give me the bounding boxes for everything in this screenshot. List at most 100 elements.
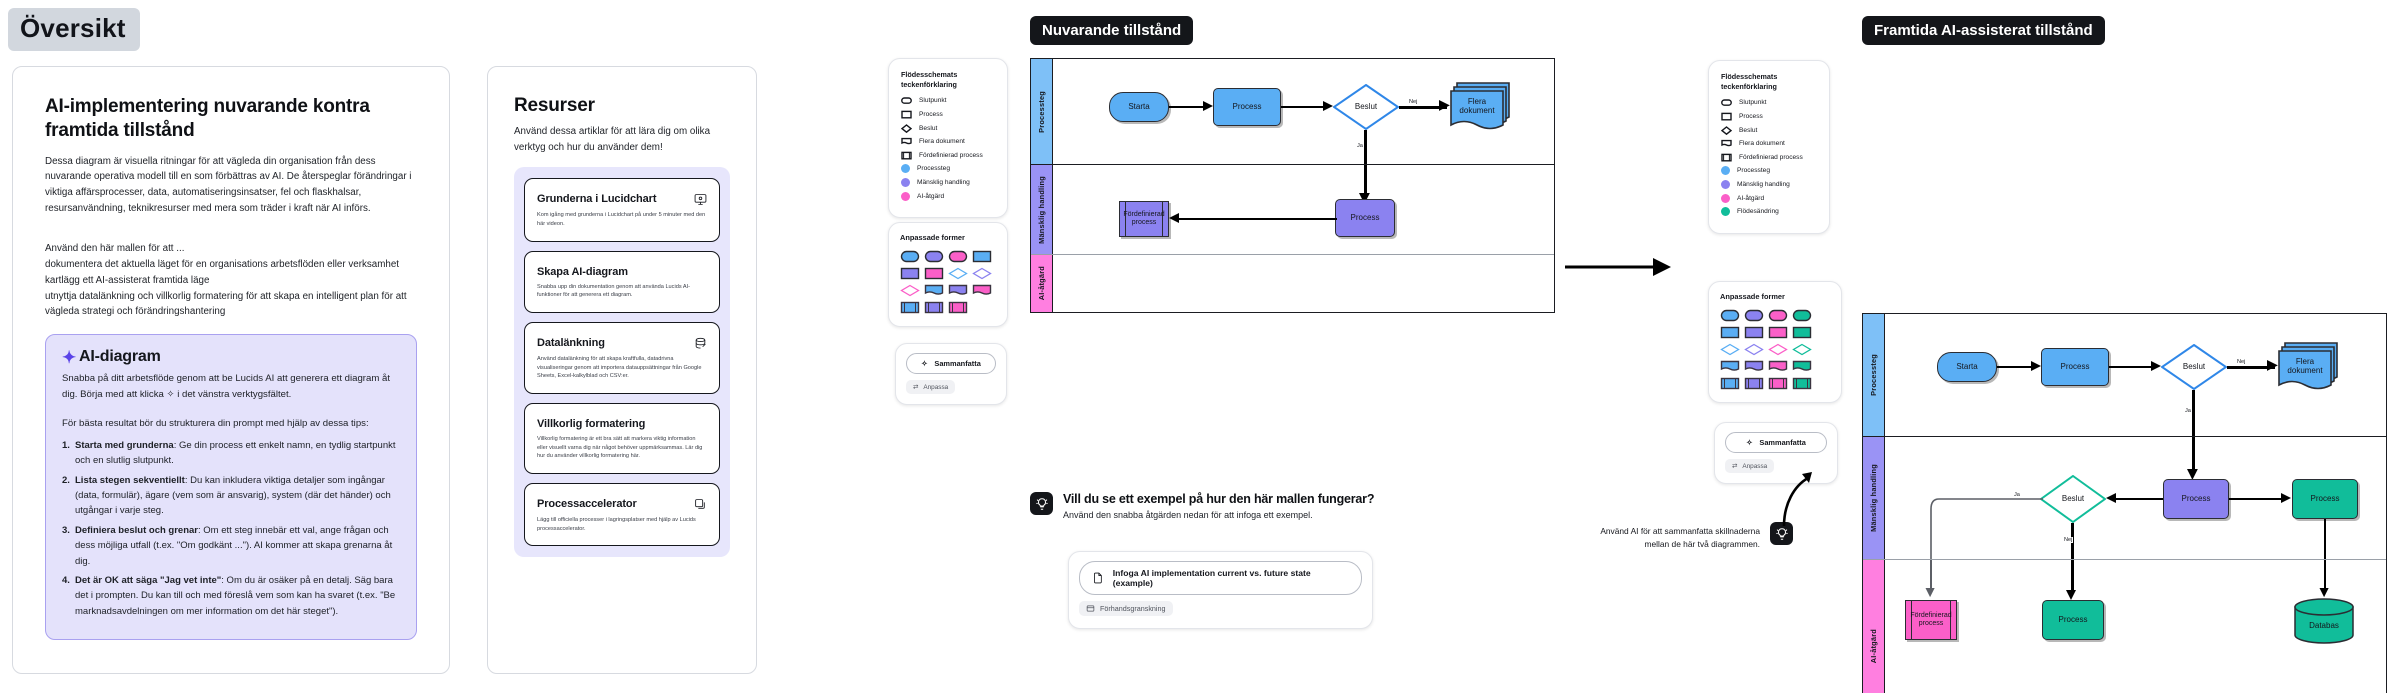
resource-card-data-linking[interactable]: Datalänkning Använd datalänkning för att… bbox=[524, 321, 720, 394]
legend-item: Flödesändring bbox=[1721, 207, 1817, 217]
legend-item-label: AI-åtgärd bbox=[917, 192, 945, 200]
customize-chip-right[interactable]: ⇄ Anpassa bbox=[1725, 459, 1775, 473]
preview-chip[interactable]: Förhandsgranskning bbox=[1079, 601, 1173, 616]
edge-process2-pre bbox=[1179, 218, 1337, 220]
node-process-2[interactable]: Process bbox=[2163, 479, 2229, 519]
node-fordefinierad-process-1[interactable]: Fördefinierad process bbox=[1119, 201, 1169, 237]
node-flera-dokument-1[interactable]: Flera dokument bbox=[1449, 81, 1511, 133]
arrowhead-icon bbox=[1203, 101, 1213, 111]
shape-swatch-diamond[interactable] bbox=[1720, 343, 1740, 356]
shape-swatch-doc[interactable] bbox=[924, 284, 944, 297]
shape-swatch-rect[interactable] bbox=[900, 267, 920, 280]
resource-card-body: Villkorlig formatering är ett bra sätt a… bbox=[537, 435, 703, 460]
node-starta[interactable]: Starta bbox=[1109, 92, 1169, 122]
swimlane-label: Mänsklig handling bbox=[1037, 175, 1046, 244]
shape-swatch-rect[interactable] bbox=[1792, 326, 1812, 339]
shape-swatch-grid[interactable] bbox=[900, 250, 996, 314]
shape-swatch-diamond[interactable] bbox=[1792, 343, 1812, 356]
shape-swatch-diamond[interactable] bbox=[1768, 343, 1788, 356]
resources-subtitle: Använd dessa artiklar för att lära dig o… bbox=[514, 126, 711, 153]
shape-swatch-pre[interactable] bbox=[1768, 377, 1788, 390]
shape-swatch-rect[interactable] bbox=[972, 250, 992, 263]
swimlane-label: Processteg bbox=[1869, 354, 1878, 396]
insert-example-button[interactable]: Infoga AI implementation current vs. fut… bbox=[1079, 561, 1362, 595]
resource-card-ai-diagram[interactable]: Skapa AI-diagram Snabba upp din dokument… bbox=[524, 250, 720, 313]
sliders-icon: ⇄ bbox=[913, 384, 919, 391]
node-databas[interactable]: Databas bbox=[2293, 598, 2355, 644]
swimlane-body bbox=[1053, 255, 1554, 312]
shape-swatch-pre[interactable] bbox=[1792, 377, 1812, 390]
shape-swatch-rect[interactable] bbox=[1744, 326, 1764, 339]
shape-swatch-doc[interactable] bbox=[1720, 360, 1740, 373]
arrowhead-icon bbox=[1925, 588, 1935, 598]
overview-usage-line-0: dokumentera det aktuella läget för en or… bbox=[45, 258, 399, 270]
shape-swatch-diamond[interactable] bbox=[900, 284, 920, 297]
overview-card: AI-implementering nuvarande kontra framt… bbox=[12, 66, 450, 674]
shape-swatch-rect[interactable] bbox=[1720, 326, 1740, 339]
shape-swatch-pre[interactable] bbox=[924, 301, 944, 314]
legend-item-label: Flödesändring bbox=[1737, 208, 1779, 216]
shape-swatch-doc[interactable] bbox=[972, 284, 992, 297]
shape-swatch-term[interactable] bbox=[1744, 309, 1764, 322]
future-state-diagram[interactable]: Processteg Starta Process Beslut bbox=[1862, 313, 2387, 693]
legend-card-right: Flödesschemats teckenförklaring Slutpunk… bbox=[1708, 60, 1830, 234]
shape-swatch-pre[interactable] bbox=[948, 301, 968, 314]
ai-actions-card-left: ✧ Sammanfatta ⇄ Anpassa bbox=[895, 343, 1007, 405]
edge-process2-process3 bbox=[2229, 498, 2285, 500]
shape-swatch-doc[interactable] bbox=[948, 284, 968, 297]
resource-card-title: Datalänkning bbox=[537, 336, 605, 349]
node-flera-dokument-1[interactable]: Flera dokument bbox=[2277, 341, 2339, 393]
sparkle-icon: ✧ bbox=[921, 359, 928, 368]
shape-swatch-term[interactable] bbox=[924, 250, 944, 263]
resource-card-lucidchart-basics[interactable]: Grunderna i Lucidchart Kom igång med gru… bbox=[524, 178, 720, 242]
shape-swatch-pre[interactable] bbox=[1720, 377, 1740, 390]
node-process-1[interactable]: Process bbox=[1213, 88, 1281, 126]
shape-swatch-term[interactable] bbox=[1792, 309, 1812, 322]
current-state-diagram[interactable]: Processteg Starta Process Beslut bbox=[1030, 58, 1555, 313]
arrowhead-icon bbox=[1169, 213, 1179, 223]
shape-swatch-pre[interactable] bbox=[900, 301, 920, 314]
insert-example-label: Infoga AI implementation current vs. fut… bbox=[1112, 568, 1311, 588]
shape-swatch-rect[interactable] bbox=[924, 267, 944, 280]
shape-swatch-doc[interactable] bbox=[1744, 360, 1764, 373]
customize-chip-left[interactable]: ⇄ Anpassa bbox=[906, 380, 956, 394]
node-fordefinierad-process-1[interactable]: Fördefinierad process bbox=[1905, 600, 1957, 640]
edge-beslut-ja bbox=[1364, 130, 1367, 164]
node-beslut-1[interactable]: Beslut bbox=[2161, 344, 2227, 390]
legend-item: Slutpunkt bbox=[901, 96, 995, 105]
shape-swatch-term[interactable] bbox=[948, 250, 968, 263]
diamond-icon bbox=[901, 123, 912, 133]
shape-swatch-term[interactable] bbox=[1720, 309, 1740, 322]
resource-card-process-accelerator[interactable]: Processaccelerator Lägg till officiella … bbox=[524, 482, 720, 547]
shape-swatch-grid[interactable] bbox=[1720, 309, 1830, 390]
shape-swatch-doc[interactable] bbox=[1792, 360, 1812, 373]
node-beslut-2[interactable]: Beslut bbox=[2040, 475, 2106, 523]
legend-item: Slutpunkt bbox=[1721, 98, 1817, 107]
summarize-button-left[interactable]: ✧ Sammanfatta bbox=[906, 353, 996, 374]
shape-swatch-term[interactable] bbox=[1768, 309, 1788, 322]
legend-item: Beslut bbox=[1721, 125, 1817, 135]
node-process-1[interactable]: Process bbox=[2041, 348, 2109, 386]
swimlane-label: Processteg bbox=[1037, 90, 1046, 133]
node-process-4[interactable]: Process bbox=[2042, 600, 2104, 640]
swimlane-mansklig-handling: Mänsklig handling Beslut Process bbox=[1863, 436, 2386, 564]
node-starta[interactable]: Starta bbox=[1937, 352, 1997, 382]
shape-swatch-diamond[interactable] bbox=[1744, 343, 1764, 356]
resource-card-title: Processaccelerator bbox=[537, 497, 637, 510]
shape-swatch-diamond[interactable] bbox=[948, 267, 968, 280]
node-process-2[interactable]: Process bbox=[1335, 199, 1395, 237]
node-process-3[interactable]: Process bbox=[2292, 479, 2358, 519]
resource-card-conditional-formatting[interactable]: Villkorlig formatering Villkorlig format… bbox=[524, 402, 720, 474]
shape-swatch-doc[interactable] bbox=[1768, 360, 1788, 373]
predefined-icon bbox=[1721, 153, 1732, 162]
legend-title: Flödesschemats teckenförklaring bbox=[901, 70, 958, 89]
shape-swatch-diamond[interactable] bbox=[972, 267, 992, 280]
summarize-button-right[interactable]: ✧ Sammanfatta bbox=[1725, 432, 1827, 453]
legend-item: Process bbox=[1721, 112, 1817, 121]
node-beslut-1[interactable]: Beslut bbox=[1333, 84, 1399, 130]
shape-swatch-rect[interactable] bbox=[1768, 326, 1788, 339]
shape-swatch-term[interactable] bbox=[900, 250, 920, 263]
overview-paragraph: Dessa diagram är visuella ritningar för … bbox=[45, 155, 412, 215]
list-item: 2. Lista stegen sekventiellt: Du kan ink… bbox=[62, 474, 391, 517]
shape-swatch-pre[interactable] bbox=[1744, 377, 1764, 390]
